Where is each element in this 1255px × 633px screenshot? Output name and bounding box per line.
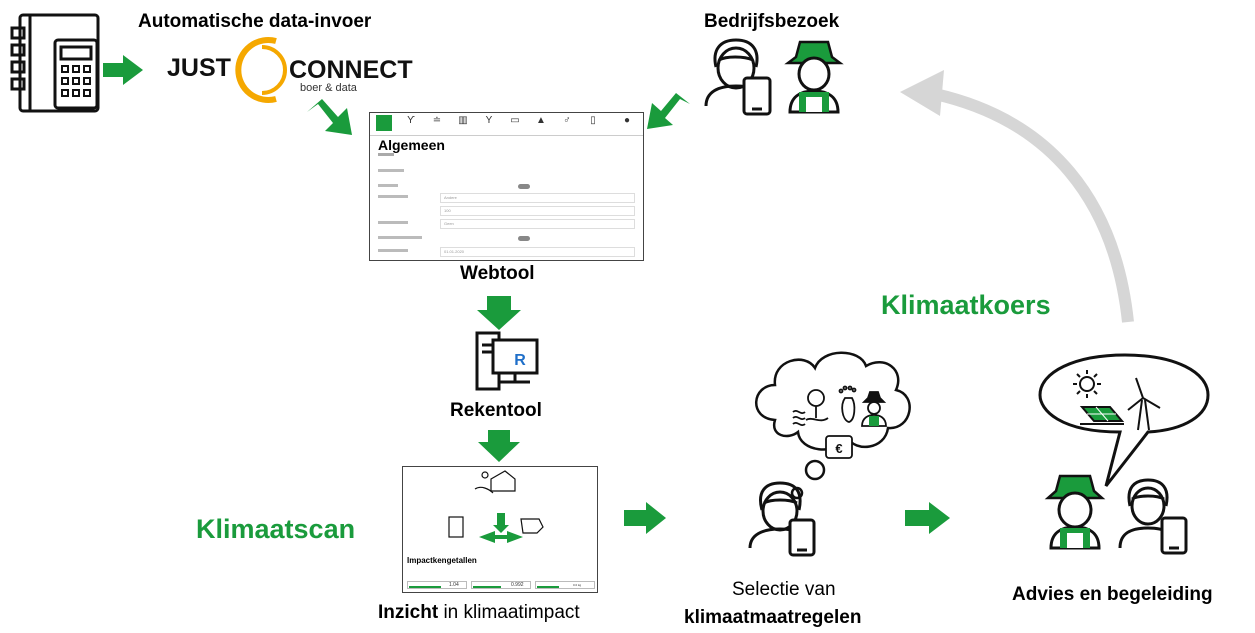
row-placeholder-4 [378, 195, 408, 198]
cloud-footprint-icon [838, 385, 857, 423]
field-andere[interactable]: Andere [440, 193, 635, 203]
toggle-1[interactable] [518, 184, 530, 189]
webtool-title: Algemeen [378, 137, 445, 153]
cloud-farmer-icon [861, 391, 887, 427]
klimaatscan-screenshot: Impactkengetallen 1.04 0.992 0.0 kg [402, 466, 598, 593]
label-selectie-line1: Selectie van [732, 579, 836, 600]
row-placeholder-5 [378, 221, 408, 224]
label-selectie-line2: klimaatmaatregelen [684, 607, 862, 628]
field-date[interactable]: 01.01.2020 [440, 247, 635, 257]
arrow-connect-to-webtool [307, 99, 352, 135]
arrow-bezoek-to-webtool [647, 93, 690, 129]
barn-icon: ▥ [458, 115, 468, 126]
row-placeholder-7 [378, 249, 408, 252]
label-inzicht-rest: in klimaatimpact [438, 602, 580, 623]
kpi-value-2: 0.992 [511, 582, 524, 588]
kpi-box-1 [407, 581, 467, 589]
kpi-value-3: 0.0 kg [573, 583, 582, 587]
label-rekentool: Rekentool [450, 400, 542, 421]
kpi-bar-2 [473, 586, 501, 588]
cow-icon: Y [485, 115, 493, 126]
logo-just: JUST [167, 54, 231, 82]
farmer-green-hat-icon [1044, 474, 1106, 550]
klimaatscan-title: Impactkengetallen [407, 556, 477, 565]
justconnect-logo-ring [235, 37, 287, 103]
kpi-box-3 [535, 581, 595, 589]
shed-icon: ▲ [536, 115, 546, 126]
klimaatscan-graphics [448, 470, 544, 543]
label-advies: Advies en begeleiding [1012, 584, 1213, 605]
field-geen[interactable]: Geen [440, 219, 635, 229]
r-badge: R [514, 352, 526, 369]
label-klimaatscan: Klimaatscan [196, 514, 356, 544]
kpi-bar-1 [409, 586, 441, 588]
field-icon: ≐ [432, 115, 442, 126]
tractor-icon: ♂ [563, 115, 571, 126]
arrow-ledger-to-connect [103, 55, 143, 85]
webtool-nav: ϒ ≐ ▥ Y ▭ ▲ ♂ ▯ ● [370, 113, 643, 136]
person-with-tablet-icon [748, 481, 816, 557]
arrow-webtool-to-rekentool [477, 296, 521, 330]
webtool-screenshot: ϒ ≐ ▥ Y ▭ ▲ ♂ ▯ ● Algemeen Andere 100 Ge… [369, 112, 644, 261]
logo-connect: CONNECT [289, 56, 413, 84]
label-inzicht: Inzicht in klimaatimpact [378, 602, 580, 624]
arrow-selectie-to-advies [905, 502, 950, 534]
cloud-euro-wallet-icon [825, 435, 853, 459]
sun-icon [1073, 370, 1101, 398]
row-placeholder-1 [378, 153, 394, 156]
row-placeholder-2 [378, 169, 404, 172]
row-placeholder-3 [378, 184, 398, 187]
arrow-rekentool-to-klimaatscan [478, 430, 520, 462]
row-placeholder-6 [378, 236, 422, 239]
logo-subtitle: boer & data [300, 82, 357, 94]
kpi-box-2 [471, 581, 531, 589]
speech-bubble [1038, 353, 1210, 487]
label-bedrijfsbezoek: Bedrijfsbezoek [704, 11, 840, 32]
kpi-bar-3 [537, 586, 559, 588]
arrow-klimaatscan-to-selectie [624, 502, 666, 534]
plant-icon: ϒ [407, 115, 415, 126]
klimaatkoers-loop-arrow [900, 70, 1134, 323]
cloud-tree-icon [792, 389, 829, 427]
advisor-tablet-icon [1118, 478, 1188, 555]
wind-turbine-icon [1127, 377, 1161, 431]
field-100[interactable]: 100 [440, 206, 635, 216]
label-inzicht-bold: Inzicht [378, 602, 439, 623]
advisor-with-tablet-icon [704, 38, 772, 116]
drop-icon: ● [623, 115, 631, 126]
ledger-calculator-icon [10, 13, 100, 113]
trough-icon: ▭ [510, 115, 520, 126]
home-icon [376, 115, 392, 131]
label-klimaatkoers: Klimaatkoers [881, 290, 1051, 320]
computer-r-icon [475, 331, 539, 391]
solar-panel-icon [1079, 406, 1125, 425]
euro-symbol: € [835, 441, 842, 456]
farmer-icon [784, 40, 844, 114]
label-webtool: Webtool [460, 263, 535, 284]
toggle-2[interactable] [518, 236, 530, 241]
kpi-value-1: 1.04 [449, 582, 459, 588]
fuel-icon: ▯ [590, 115, 596, 126]
label-automatische-data-invoer: Automatische data-invoer [138, 11, 372, 32]
